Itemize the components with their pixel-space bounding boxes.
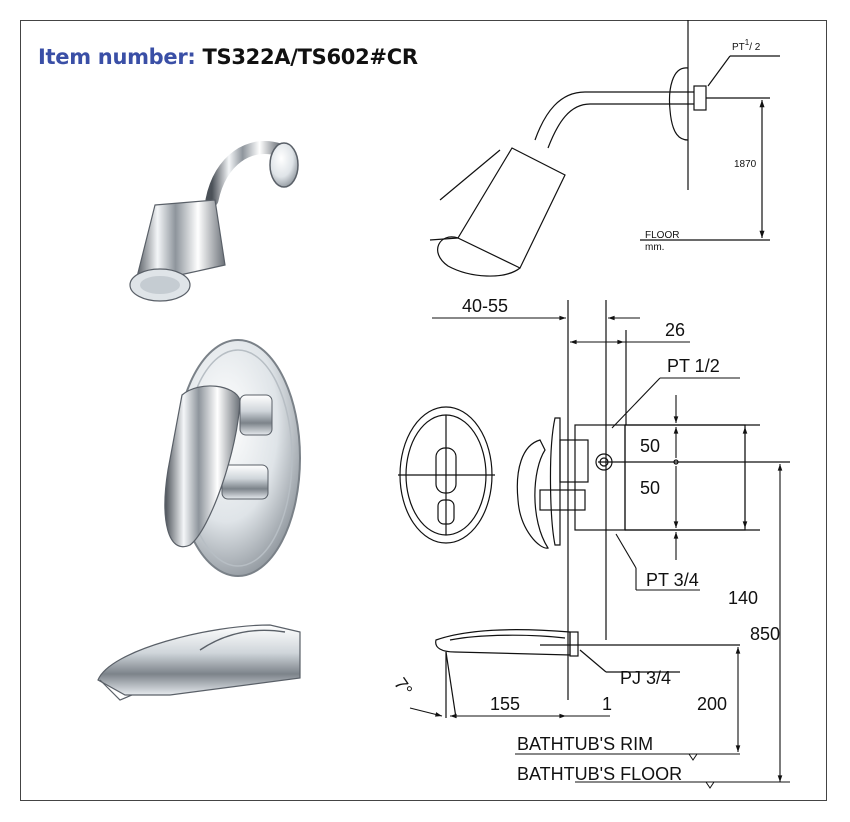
dim-200: 200 [697, 694, 727, 714]
spout-dimension-lines [409, 647, 790, 783]
unit-label: mm. [645, 242, 664, 253]
valve-front-view [398, 406, 495, 544]
dim-155: 155 [490, 694, 520, 714]
dim-50-top: 50 [640, 436, 660, 456]
dim-26: 26 [665, 320, 685, 340]
floor-level-marker [705, 781, 715, 789]
valve-side-view [516, 300, 790, 700]
dim-40-55: 40-55 [462, 296, 508, 316]
item-number-heading: Item number: TS322A/TS602#CR [38, 45, 418, 69]
spout-side-view [435, 629, 740, 719]
bathtub-floor-label: BATHTUB'S FLOOR [517, 764, 682, 784]
bath-spout-photo [97, 624, 301, 701]
dim-50-bottom: 50 [640, 478, 660, 498]
pj-three-quarter-label: PJ 3/4 [620, 668, 671, 688]
valve-dimension-lines [432, 315, 783, 782]
dim-1: 1 [602, 694, 612, 714]
item-number-label: Item number: [38, 45, 196, 69]
floor-label: FLOOR [645, 230, 679, 241]
spout-angle-label: 7° [390, 674, 416, 700]
shower-head-drawing [429, 20, 780, 277]
dim-140: 140 [728, 588, 758, 608]
pt-half-label: PT 1/2 [667, 356, 720, 376]
dim-850: 850 [750, 624, 780, 644]
rim-level-marker [688, 753, 698, 761]
pt-three-quarter-label: PT 3/4 [646, 570, 699, 590]
pt-half-inlet-label: PT1/ 2 [732, 38, 761, 53]
bathtub-rim-label: BATHTUB'S RIM [517, 734, 653, 754]
shower-head-photo [129, 140, 299, 302]
valve-trim-photo [164, 339, 301, 577]
item-number-value: TS322A/TS602#CR [202, 45, 418, 69]
shower-height-dimension: 1870 [734, 159, 757, 170]
